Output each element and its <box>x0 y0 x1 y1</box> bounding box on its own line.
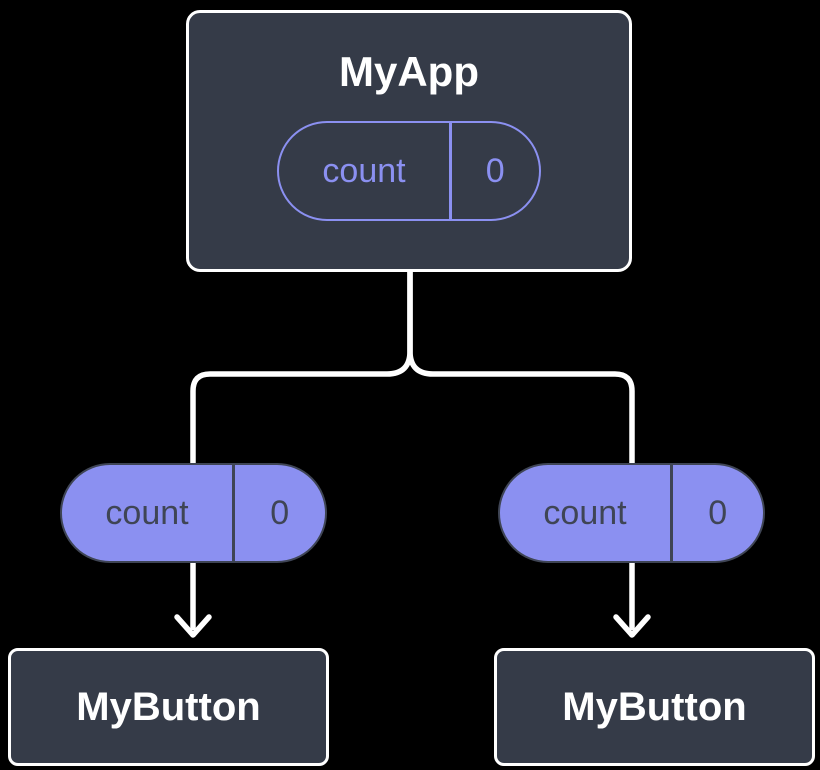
root-state-pill: count 0 <box>277 121 541 222</box>
prop-arrow-right-head-icon <box>613 614 651 638</box>
tree-connector-right-branch <box>407 268 635 464</box>
child-component-title-left: MyButton <box>76 684 261 729</box>
child-component-title-right: MyButton <box>562 684 747 729</box>
prop-value-left: 0 <box>270 494 290 532</box>
prop-value-right: 0 <box>708 494 728 532</box>
prop-pill-right: count 0 <box>498 463 765 563</box>
prop-pill-left-divider <box>232 465 235 561</box>
prop-pill-right-divider <box>670 465 673 561</box>
prop-name-right: count <box>543 494 627 532</box>
prop-arrow-left-head-icon <box>174 614 212 638</box>
child-component-node-right: MyButton <box>494 648 815 766</box>
root-component-title: MyApp <box>339 48 479 95</box>
prop-name-left: count <box>105 494 189 532</box>
root-state-value: 0 <box>485 152 505 191</box>
prop-pill-left: count 0 <box>60 463 327 563</box>
root-state-pill-divider <box>449 123 452 220</box>
child-component-node-left: MyButton <box>8 648 329 766</box>
root-state-name: count <box>322 152 406 191</box>
tree-connector-left-branch <box>190 268 413 464</box>
root-component-node: MyApp count 0 <box>186 10 632 272</box>
